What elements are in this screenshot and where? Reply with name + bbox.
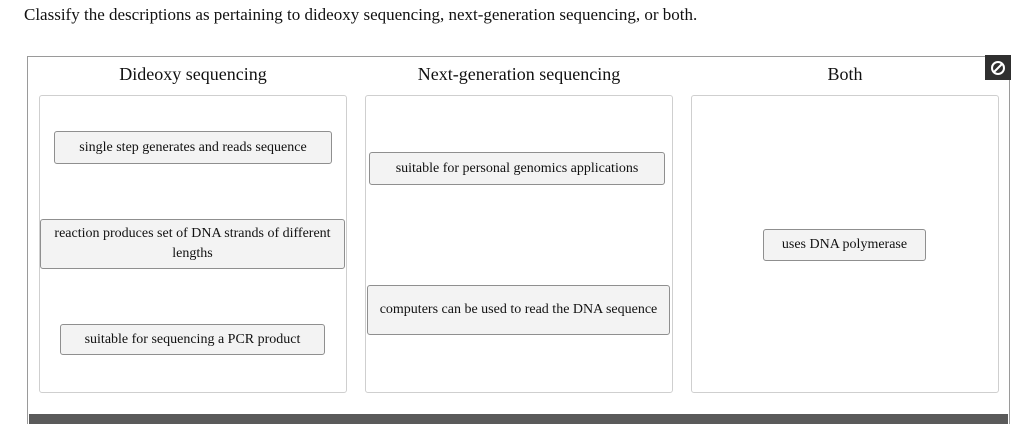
answer-chip[interactable]: computers can be used to read the DNA se… <box>367 285 670 335</box>
column-title-both: Both <box>827 64 863 84</box>
answer-chip[interactable]: reaction produces set of DNA strands of … <box>40 219 345 269</box>
column-title-dideoxy: Dideoxy sequencing <box>119 64 267 84</box>
bottom-bar <box>29 414 1008 424</box>
drop-zone-next-generation[interactable] <box>365 95 673 393</box>
answer-chip[interactable]: suitable for personal genomics applicati… <box>369 152 665 185</box>
answer-chip[interactable]: suitable for sequencing a PCR product <box>60 324 325 355</box>
reset-circle-slash-icon <box>990 60 1006 76</box>
instruction-text: Classify the descriptions as pertaining … <box>24 5 698 24</box>
answer-chip[interactable]: single step generates and reads sequence <box>54 131 332 164</box>
answer-chip[interactable]: uses DNA polymerase <box>763 229 926 261</box>
reset-button[interactable] <box>985 55 1011 80</box>
column-title-next-generation: Next-generation sequencing <box>417 64 621 84</box>
